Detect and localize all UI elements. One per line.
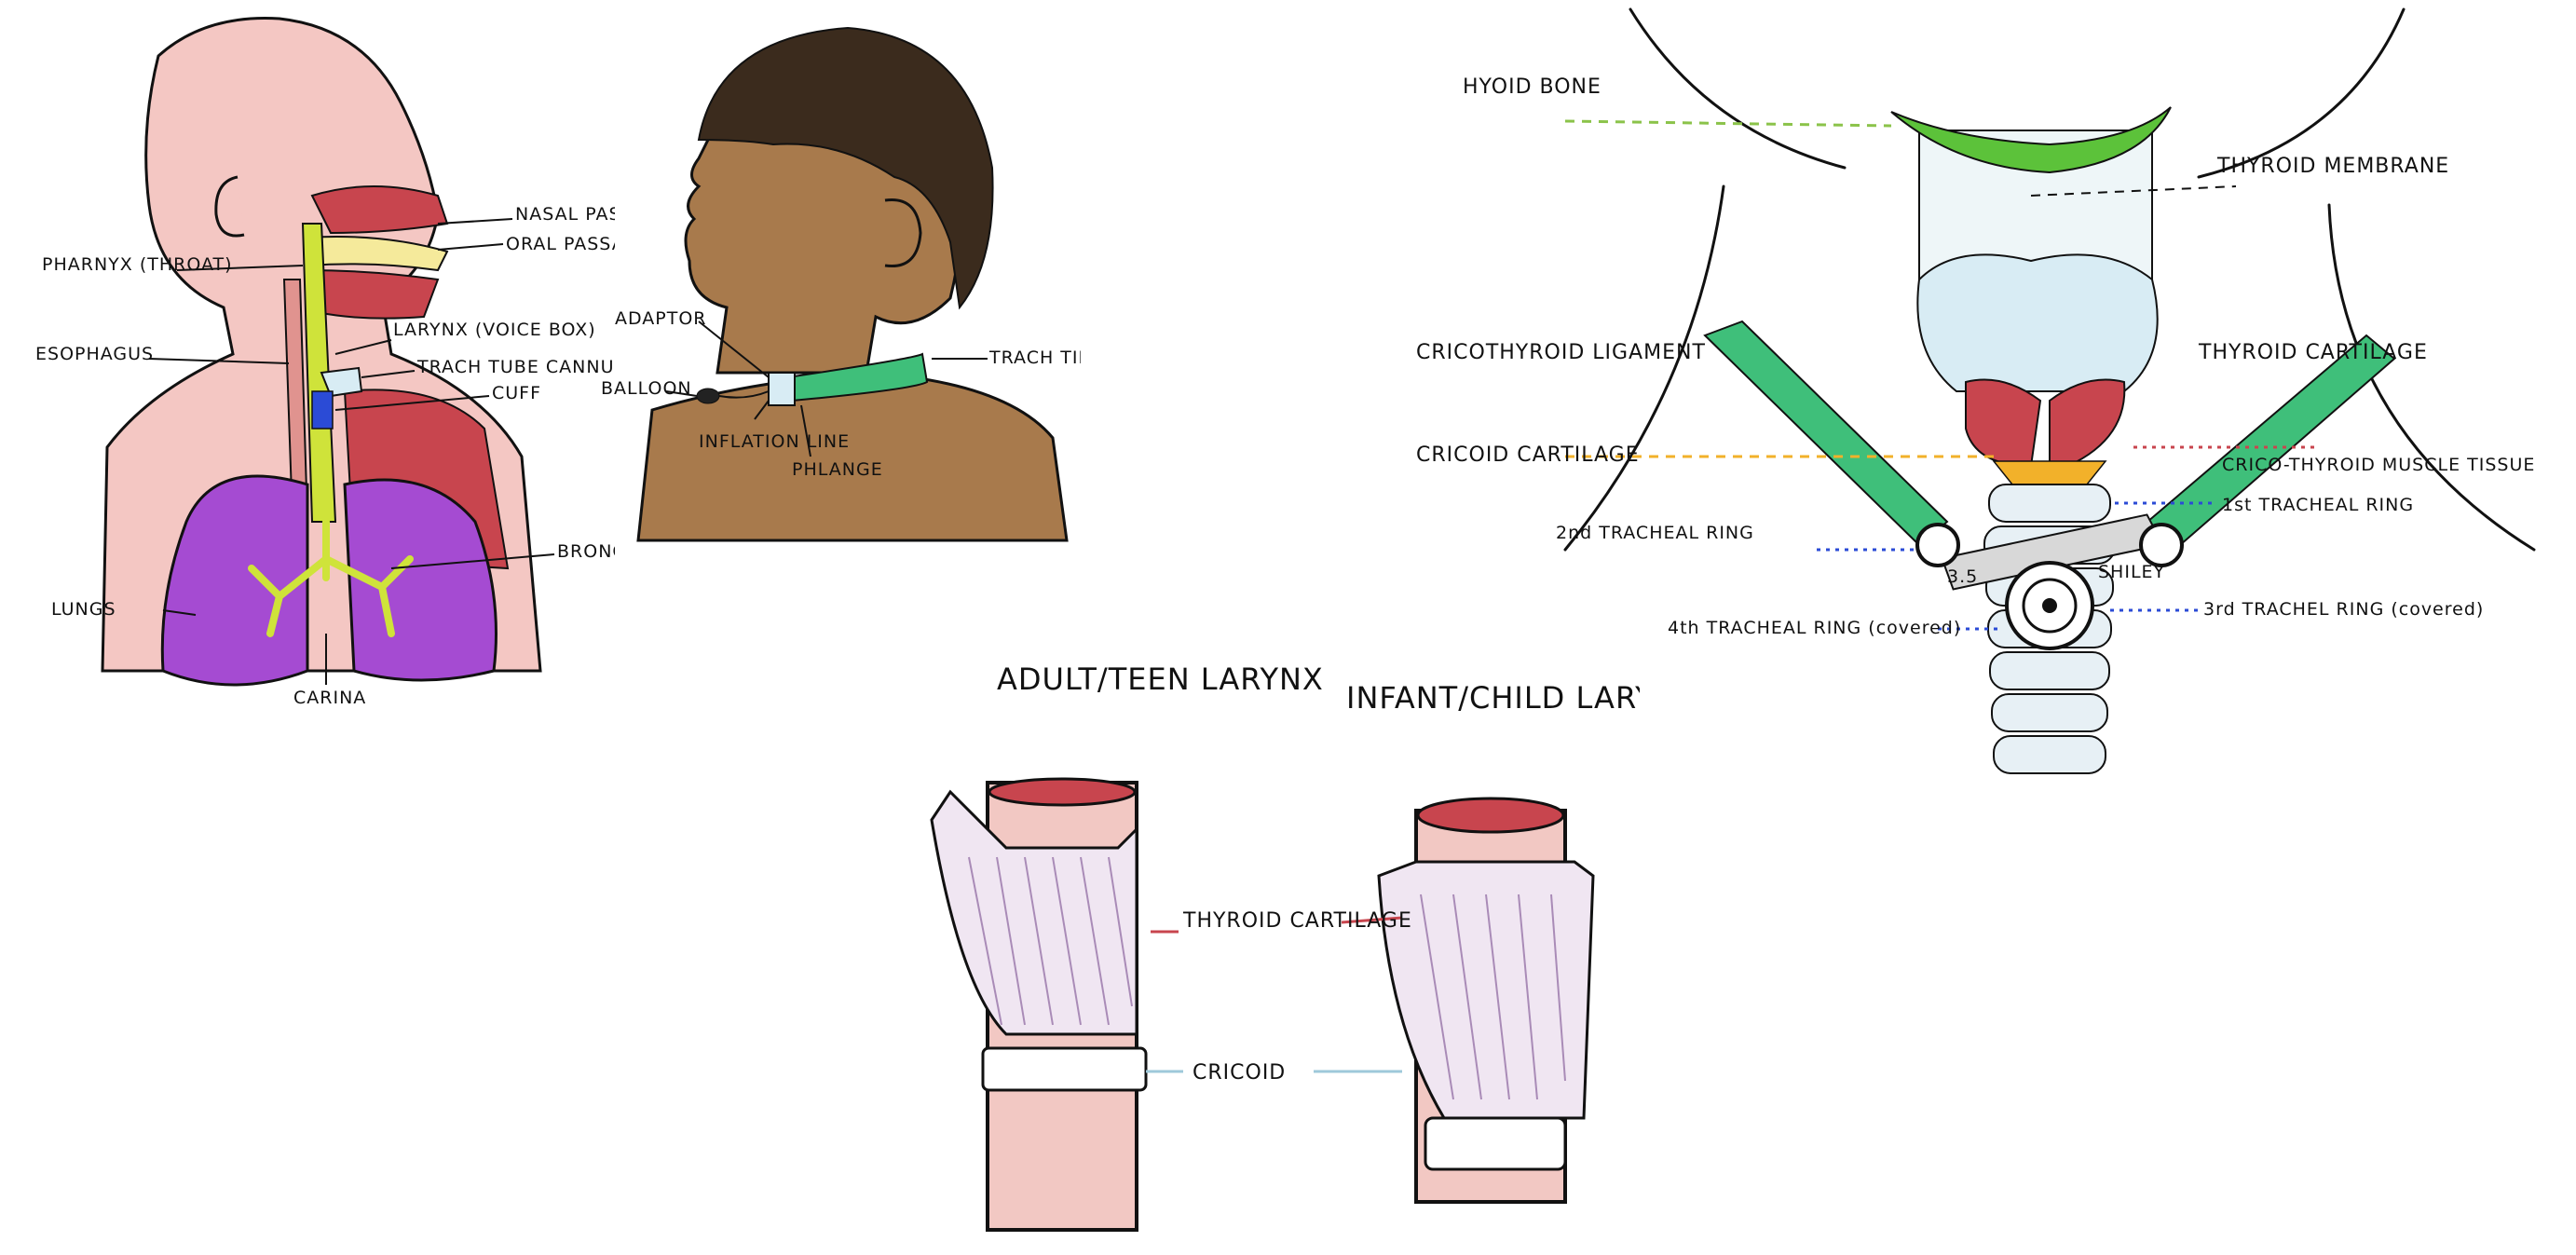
inflation-line-label: INFLATION LINE (699, 431, 850, 452)
anatomy-illustration: NASAL PASSAGE ORAL PASSAGE PHARNYX (THRO… (0, 0, 615, 708)
trach-tie-label: TRACH TIE (988, 348, 1081, 368)
flange-size-label: 3.5 (1947, 566, 1978, 587)
hyoid-bone-label: HYOID BONE (1463, 75, 1601, 99)
tracheal-ring-4-label: 4th TRACHEAL RING (covered) (1668, 618, 1961, 638)
flange-brand-label: SHILEY (2098, 562, 2165, 582)
tracheal-ring-3-label: 3rd TRACHEL RING (covered) (2203, 599, 2484, 620)
cricoid-cartilage-label: CRICOID CARTILAGE (1416, 443, 1640, 467)
phlange-label: PHLANGE (792, 459, 883, 480)
larynx-panel: ADULT/TEEN LARYNX INFANT/CHILD LARYNX TH… (894, 634, 1640, 1248)
cricothyroid-ligament-label: CRICOTHYROID LIGAMENT (1416, 341, 1706, 364)
infant-larynx-title: INFANT/CHILD LARYNX (1346, 680, 1640, 716)
tracheal-ring-1-label: 1st TRACHEAL RING (2222, 495, 2414, 515)
esophagus-label: ESOPHAGUS (35, 344, 154, 364)
larynx-cricoid-label: CRICOID (1193, 1061, 1286, 1084)
anatomy-panel: NASAL PASSAGE ORAL PASSAGE PHARNYX (THRO… (0, 0, 615, 708)
thyroid-membrane-label: THYROID MEMBRANE (2216, 155, 2449, 178)
larynx-thyroid-cartilage-label: THYROID CARTILAGE (1182, 909, 1412, 933)
larynx-illustration: ADULT/TEEN LARYNX INFANT/CHILD LARYNX TH… (894, 634, 1640, 1248)
profile-illustration: ADAPTOR BALLOON INFLATION LINE PHLANGE T… (559, 0, 1081, 578)
adaptor-label: ADAPTOR (615, 308, 707, 329)
cuff-label: CUFF (492, 383, 541, 403)
thyroid-cartilage-label: THYROID CARTILAGE (2198, 341, 2428, 364)
profile-panel: ADAPTOR BALLOON INFLATION LINE PHLANGE T… (559, 0, 1081, 578)
lungs-label: LUNGS (51, 599, 116, 620)
tracheal-ring-2-label: 2nd TRACHEAL RING (1556, 523, 1754, 543)
balloon-label: BALLOON (601, 378, 692, 399)
pharynx-label: PHARNYX (THROAT) (42, 254, 233, 275)
crico-thyroid-muscle-label: CRICO-THYROID MUSCLE TISSUE (2222, 455, 2535, 475)
carina-label: CARINA (293, 688, 366, 708)
adult-larynx-title: ADULT/TEEN LARYNX (997, 662, 1324, 697)
